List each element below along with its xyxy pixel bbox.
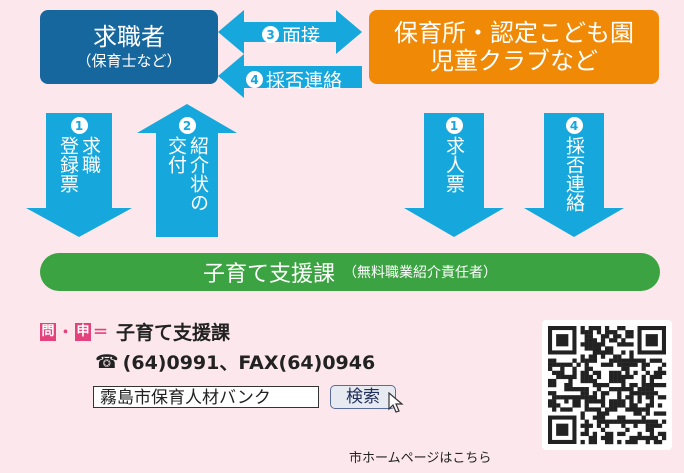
equals-sign: ＝ (93, 323, 109, 341)
job-offer-label: 1 求人票 (429, 117, 479, 193)
section-title: 子育て支援課 (202, 262, 335, 287)
qr-code[interactable] (542, 320, 672, 450)
seeker-register-label: 1 求職 登録票 (54, 117, 104, 193)
inquiry-tag: 問 (40, 322, 56, 341)
qr-code-image (548, 326, 667, 445)
referral-arrow (137, 104, 237, 237)
label-col: 採否連絡 (563, 136, 585, 212)
qr-caption: 市ホームページはこちら (349, 451, 492, 466)
department-name: 子育て支援課 (116, 322, 231, 344)
step-number: 1 (70, 117, 88, 134)
referral-label: 2 紹介状の 交付 (162, 117, 212, 212)
search-button[interactable]: 検索 (330, 385, 396, 409)
label-col: 交付 (165, 136, 187, 174)
step-number: 1 (445, 117, 463, 134)
hire-notice-top-label: 4 採否連絡 (246, 66, 342, 93)
hire-notice-side-arrow (524, 113, 624, 237)
facility-line1: 保育所・認定こども園 (394, 19, 634, 47)
label-col: 求人票 (443, 136, 465, 193)
label-col: 求職 (79, 136, 101, 174)
step-number: 4 (246, 71, 263, 88)
cursor-icon (388, 392, 404, 413)
seeker-title: 求職者 (93, 23, 165, 51)
phone-line: ☎ (64)0991、FAX(64)0946 (95, 348, 375, 375)
interview-label: 3 面接 (262, 21, 320, 48)
phone-text: (64)0991、FAX(64)0946 (122, 352, 376, 374)
section-subtitle: （無料職業紹介責任者） (343, 265, 497, 281)
hire-notice-side-label: 4 採否連絡 (549, 117, 599, 212)
contact-line: 問 ・ 申 ＝ 子育て支援課 (40, 318, 230, 345)
apply-tag: 申 (75, 322, 92, 341)
phone-icon: ☎ (95, 350, 119, 373)
interview-text: 面接 (282, 25, 321, 47)
facility-box: 保育所・認定こども園 児童クラブなど (369, 10, 659, 84)
facility-line2: 児童クラブなど (430, 47, 598, 75)
interview-arrow (218, 10, 362, 54)
seeker-subtitle: （保育士など） (76, 52, 182, 70)
job-offer-arrow (404, 113, 504, 237)
dot-separator: ・ (58, 323, 74, 341)
label-col: 紹介状の (187, 136, 209, 212)
label-col: 登録票 (57, 136, 79, 193)
hire-notice-top-text: 採否連絡 (266, 70, 343, 92)
section-bar: 子育て支援課 （無料職業紹介責任者） (40, 253, 660, 291)
step-number: 2 (178, 117, 196, 134)
step-number: 4 (565, 117, 583, 134)
seeker-box: 求職者 （保育士など） (40, 10, 218, 84)
step-number: 3 (262, 26, 279, 43)
search-input[interactable]: 霧島市保育人材バンク (93, 386, 319, 408)
seeker-register-arrow (26, 113, 132, 237)
